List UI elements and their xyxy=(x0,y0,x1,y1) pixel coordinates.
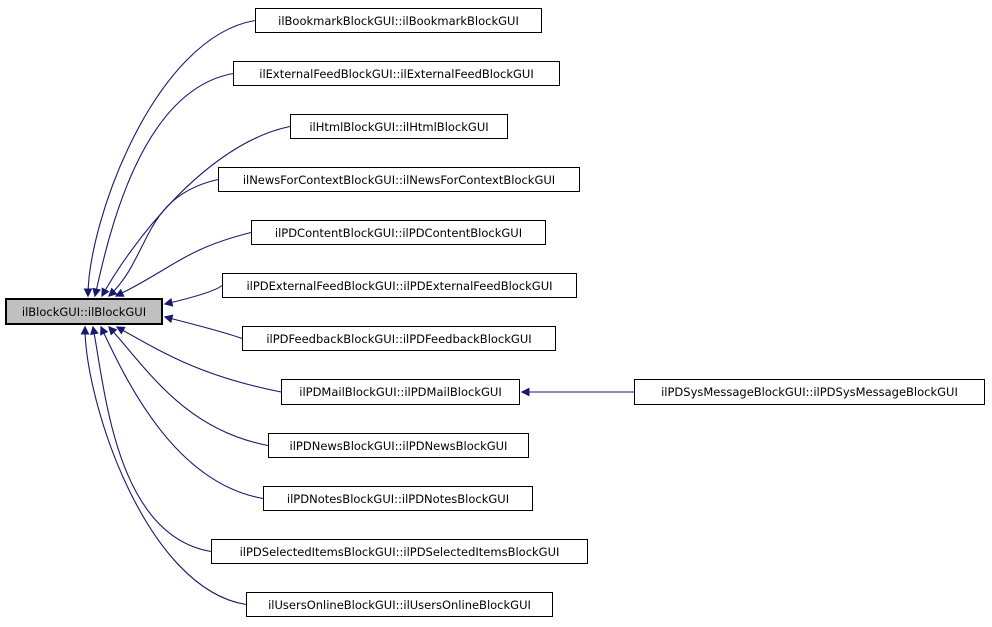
inheritance-edge-ilPDNewsBlockGUI-to-ilBlockGUI xyxy=(108,326,269,447)
inheritance-edge-ilExternalFeedBlockGUI-to-ilBlockGUI xyxy=(92,72,234,298)
class-node-ilPDSysMessageBlockGUI[interactable]: ilPDSysMessageBlockGUI::ilPDSysMessageBl… xyxy=(634,379,985,405)
inheritance-edge-ilPDMailBlockGUI-to-ilBlockGUI xyxy=(115,326,282,393)
inheritance-edge-ilBookmarkBlockGUI-to-ilBlockGUI xyxy=(83,19,256,298)
inheritance-edge-ilPDNotesBlockGUI-to-ilBlockGUI xyxy=(100,325,264,500)
class-node-ilPDNewsBlockGUI[interactable]: ilPDNewsBlockGUI::ilPDNewsBlockGUI xyxy=(268,433,529,458)
class-node-ilPDNotesBlockGUI[interactable]: ilPDNotesBlockGUI::ilPDNotesBlockGUI xyxy=(263,486,533,511)
class-node-ilBookmarkBlockGUI[interactable]: ilBookmarkBlockGUI::ilBookmarkBlockGUI xyxy=(255,8,542,33)
class-node-ilPDExternalFeedBlockGUI[interactable]: ilPDExternalFeedBlockGUI::ilPDExternalFe… xyxy=(222,273,577,298)
inheritance-edge-ilPDSelectedItemsBlockGUI-to-ilBlockGUI xyxy=(90,325,212,553)
class-node-ilNewsForContextBlockGUI[interactable]: ilNewsForContextBlockGUI::ilNewsForConte… xyxy=(218,167,580,192)
inheritance-edge-ilPDContentBlockGUI-to-ilBlockGUI xyxy=(114,231,252,297)
class-node-ilPDFeedbackBlockGUI[interactable]: ilPDFeedbackBlockGUI::ilPDFeedbackBlockG… xyxy=(242,326,556,351)
class-node-ilPDMailBlockGUI[interactable]: ilPDMailBlockGUI::ilPDMailBlockGUI xyxy=(281,379,520,405)
inheritance-edge-ilPDExternalFeedBlockGUI-to-ilBlockGUI xyxy=(163,285,223,307)
class-node-ilUsersOnlineBlockGUI[interactable]: ilUsersOnlineBlockGUI::ilUsersOnlineBloc… xyxy=(246,592,553,617)
class-node-ilPDContentBlockGUI[interactable]: ilPDContentBlockGUI::ilPDContentBlockGUI xyxy=(251,220,546,245)
inheritance-edge-ilUsersOnlineBlockGUI-to-ilBlockGUI xyxy=(80,325,247,606)
class-node-ilBlockGUI: ilBlockGUI::ilBlockGUI xyxy=(5,298,163,325)
class-node-ilHtmlBlockGUI[interactable]: ilHtmlBlockGUI::ilHtmlBlockGUI xyxy=(290,114,508,139)
inheritance-edge-ilNewsForContextBlockGUI-to-ilBlockGUI xyxy=(108,178,219,297)
inheritance-edge-ilHtmlBlockGUI-to-ilBlockGUI xyxy=(101,125,291,298)
inheritance-edge-ilPDFeedbackBlockGUI-to-ilBlockGUI xyxy=(163,314,243,340)
class-node-ilExternalFeedBlockGUI[interactable]: ilExternalFeedBlockGUI::ilExternalFeedBl… xyxy=(233,61,560,86)
class-node-ilPDSelectedItemsBlockGUI[interactable]: ilPDSelectedItemsBlockGUI::ilPDSelectedI… xyxy=(211,539,588,564)
